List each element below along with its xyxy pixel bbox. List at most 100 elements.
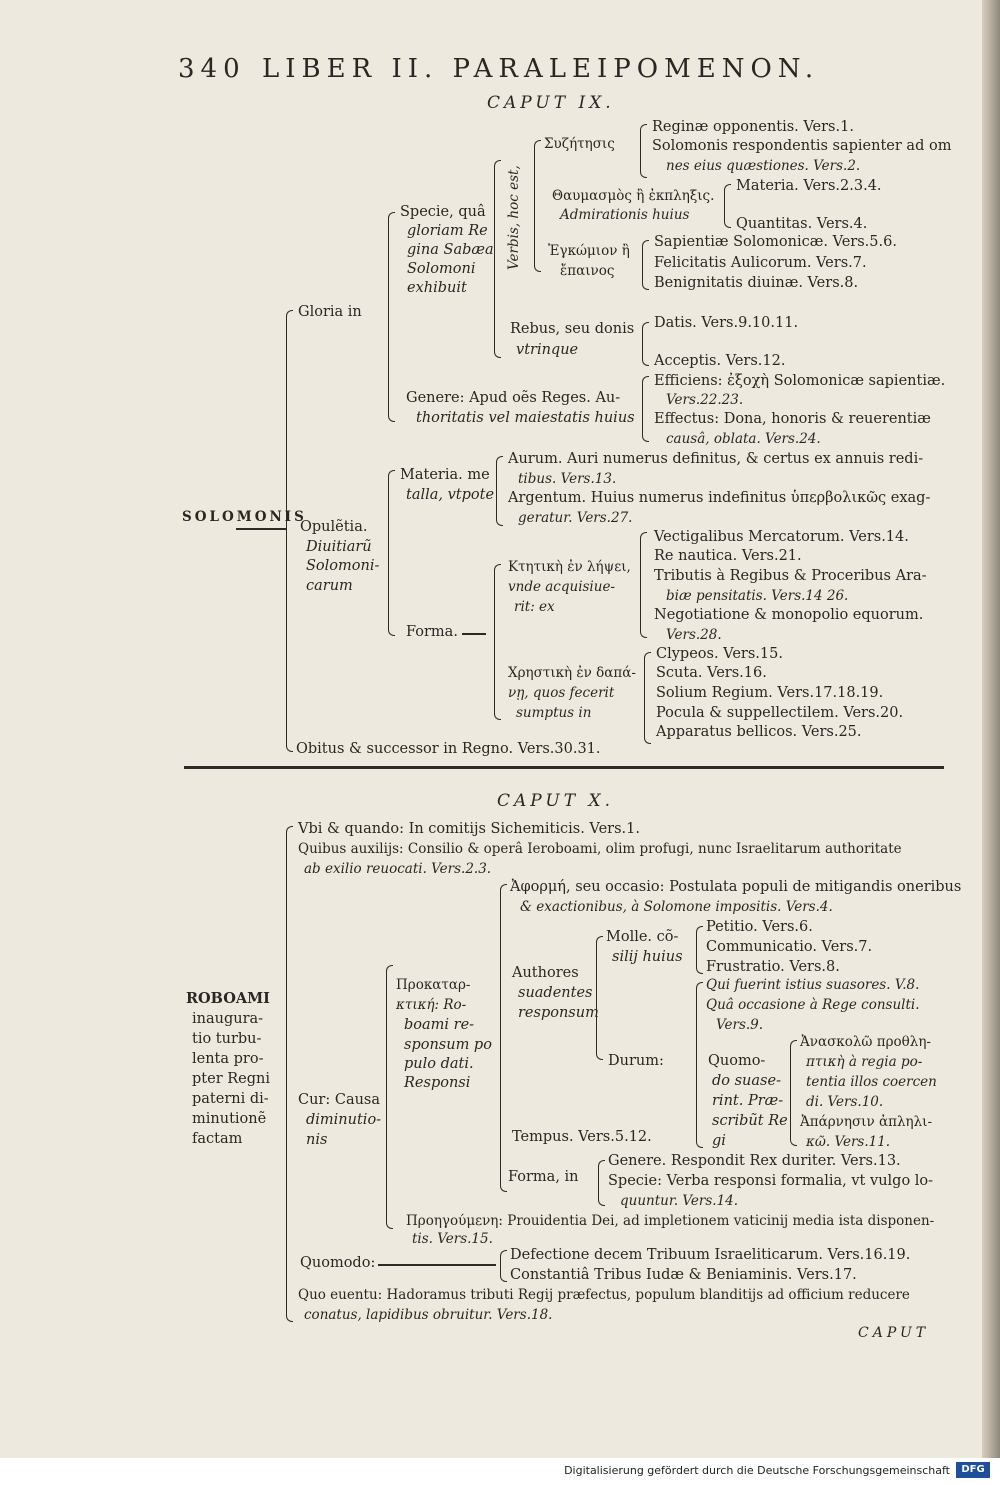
roboami-line-1: ROBOAMI xyxy=(186,990,270,1007)
authores-line-1: Authores xyxy=(512,965,579,981)
molle-bracket xyxy=(696,926,703,974)
verbis-label: Verbis, hoc est, xyxy=(506,165,522,270)
materia-met-bracket xyxy=(496,456,503,526)
aurum-item-2: tibus. Vers.13. xyxy=(518,471,617,487)
roboami-line-7: minutionẽ xyxy=(192,1111,267,1127)
forma-label: Forma. xyxy=(406,624,458,640)
opulentia-bracket xyxy=(388,470,395,636)
solomonis-resp-1: Solomonis respondentis sapienter ad om xyxy=(652,138,952,154)
specie-line-4: Solomoni xyxy=(407,261,476,277)
genere-bracket xyxy=(642,376,649,442)
specie-x-item-1: Specie: Verba responsi formalia, vt vulg… xyxy=(608,1173,934,1189)
aphorme-item-2: & exactionibus, à Solomone impositis. Ve… xyxy=(520,899,833,915)
authores-line-2: suadentes xyxy=(518,985,593,1001)
forma-connector xyxy=(462,633,486,635)
qua-occasione-item-1: Quâ occasione à Rege consulti. xyxy=(706,997,920,1013)
effectus-item-1: Effectus: Dona, honoris & reuerentiæ xyxy=(654,411,931,427)
vectigalibus-item: Vectigalibus Mercatorum. Vers.14. xyxy=(654,529,909,545)
sapientiae-item: Sapientiæ Solomonicæ. Vers.5.6. xyxy=(654,234,897,250)
frustratio-item: Frustratio. Vers.8. xyxy=(706,959,840,975)
efficiens-item-2: Vers.22.23. xyxy=(666,392,744,408)
cur-bracket xyxy=(386,965,393,1229)
enkomium-bracket xyxy=(642,240,649,290)
anastole-line-3: tentia illos coercen xyxy=(806,1074,937,1090)
tributis-item-2: biæ pensitatis. Vers.14 26. xyxy=(666,588,849,604)
reginae-item: Reginæ opponentis. Vers.1. xyxy=(652,119,854,135)
negotiatione-item-1: Negotiatione & monopolio equorum. xyxy=(654,607,924,623)
aurum-item-1: Aurum. Auri numerus definitus, & certus … xyxy=(508,451,924,467)
chrestike-line-2: νῃ, quos fecerit xyxy=(508,685,615,701)
ktetike-bracket xyxy=(640,532,647,638)
quomodo-connector xyxy=(378,1264,496,1266)
anastole-line-2: πτικὴ à regia po- xyxy=(806,1054,923,1070)
quomodo-suas-line-2: do suase- xyxy=(712,1073,781,1089)
benignitatis-item: Benignitatis diuinæ. Vers.8. xyxy=(654,275,859,291)
cur-line-3: nis xyxy=(306,1132,328,1148)
datis-item: Datis. Vers.9.10.11. xyxy=(654,315,799,331)
opulentia-line-2: Diuitiarũ xyxy=(306,539,372,555)
enkomium-label-2: ἔπαινος xyxy=(560,263,615,279)
book-page xyxy=(0,0,982,1458)
acceptis-item: Acceptis. Vers.12. xyxy=(654,353,786,369)
anastole-line-4: di. Vers.10. xyxy=(806,1094,884,1110)
gloria-label: Gloria in xyxy=(298,304,362,320)
proeg-line-5: pulo dati. xyxy=(404,1056,474,1072)
syzetesis-label: Συζήτησις xyxy=(544,136,615,152)
footer-bar xyxy=(0,1458,1000,1485)
root-solomonis: SOLOMONIS xyxy=(182,509,307,525)
qui-fuerint-item: Qui fuerint istius suasores. V.8. xyxy=(706,977,920,993)
specie-x-item-2: quuntur. Vers.14. xyxy=(620,1193,739,1209)
scuta-item: Scuta. Vers.16. xyxy=(656,665,767,681)
ktetike-line-2: vnde acquisiue- xyxy=(508,579,615,595)
genere-label-1: Genere: Apud oẽs Reges. Au- xyxy=(406,390,621,406)
materia-met-1: Materia. me xyxy=(400,467,490,483)
quomodo-suas-line-1: Quomo- xyxy=(708,1053,766,1069)
aparnesis-line-2: κῶ. Vers.11. xyxy=(806,1134,891,1150)
page-edge xyxy=(982,0,1000,1458)
quo-euentu-item-2: conatus, lapidibus obruitur. Vers.18. xyxy=(304,1307,553,1323)
roboami-line-8: factam xyxy=(192,1131,243,1147)
efficiens-item-1: Efficiens: ἐξοχὴ Solomonicæ sapientiæ. xyxy=(654,373,946,389)
materia-met-2: talla, vtpote xyxy=(406,487,495,503)
quibus-item-1: Quibus auxilijs: Consilio & operâ Ierobo… xyxy=(298,841,902,857)
thaumasmos-label: Θαυμασμὸς ἢ ἐκπληξις. xyxy=(552,188,715,204)
cur-line-2: diminutio- xyxy=(306,1112,382,1128)
running-title: LIBER II. PARALEIPOMENON. xyxy=(262,54,820,84)
pocula-item: Pocula & suppellectilem. Vers.20. xyxy=(656,705,904,721)
authores-bracket xyxy=(596,936,603,1060)
aphorme-item-1: Ἀφορμή, seu occasio: Postulata populi de… xyxy=(510,879,962,895)
cur-line-1: Cur: Causa xyxy=(298,1092,381,1108)
verbis-bracket xyxy=(534,140,541,272)
chapter-title-ix: CAPUT IX. xyxy=(487,93,615,113)
materia-adm-item: Materia. Vers.2.3.4. xyxy=(736,178,882,194)
molle-line-1: Molle. cõ- xyxy=(606,929,679,945)
roboami-line-5: pter Regni xyxy=(192,1071,270,1087)
qua-occasione-item-2: Vers.9. xyxy=(716,1017,764,1033)
quomodo-suas-bracket xyxy=(790,1040,797,1146)
opulentia-line-1: Opulẽtia. xyxy=(300,519,368,535)
petitio-item: Petitio. Vers.6. xyxy=(706,919,813,935)
chrestike-line-1: Χρηστικὴ ἐν δαπά- xyxy=(508,665,636,681)
proegoumenon-item-1: Προηγούμενη: Prouidentia Dei, ad impleti… xyxy=(406,1213,935,1229)
chrestike-line-3: sumptus in xyxy=(516,705,592,721)
roboami-line-6: paterni di- xyxy=(192,1091,269,1107)
forma-bracket xyxy=(494,564,501,720)
argentum-item-1: Argentum. Huius numerus indefinitus ὑπερ… xyxy=(508,490,931,506)
admiratio-bracket xyxy=(724,184,731,228)
quomodo-suas-line-5: gi xyxy=(712,1133,726,1149)
quomodo-bracket xyxy=(500,1250,507,1282)
dfg-logo: DFG xyxy=(956,1462,990,1478)
quo-euentu-item-1: Quo euentu: Hadoramus tributi Regij præf… xyxy=(298,1287,910,1303)
roboami-line-2: inaugura- xyxy=(192,1011,264,1027)
main-bracket-ix xyxy=(286,310,293,752)
anastole-line-1: Ἀνασκολῶ προθλη- xyxy=(800,1034,931,1050)
molle-line-2: silij huius xyxy=(612,949,683,965)
proeg-line-3: boami re- xyxy=(404,1017,475,1033)
proeg-bracket xyxy=(500,884,507,1192)
quibus-item-2: ab exilio reuocati. Vers.2.3. xyxy=(304,861,492,877)
proegoumenon-item-2: tis. Vers.15. xyxy=(412,1231,493,1247)
genere-label-2: thoritatis vel maiestatis huius xyxy=(416,410,635,426)
forma-in-label: Forma, in xyxy=(508,1169,579,1185)
durum-bracket xyxy=(696,982,703,1148)
main-bracket-x xyxy=(286,826,293,1322)
